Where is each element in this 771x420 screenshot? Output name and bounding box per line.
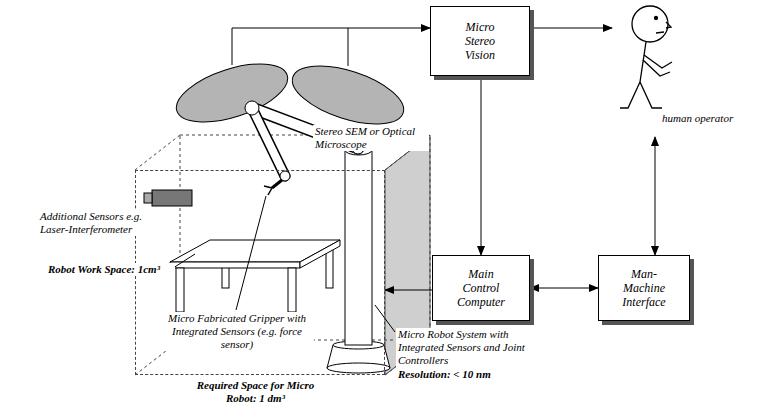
spec-label: Resolution: < 10 nm [396,368,530,381]
connector-arrow [655,137,656,255]
work-table [170,240,340,312]
node-text: human operator [660,112,735,125]
operator-node: human operator [612,2,737,137]
process-box: Main Control Computer [432,255,530,321]
human-figure [620,6,672,108]
node-text: Micro Stereo Vision [452,20,508,62]
connector-arrow [232,28,430,65]
process-box: Man-Machine Interface [598,255,690,321]
connector-arrow [481,76,482,255]
connector-arrow [530,288,598,289]
part-label: Micro Robot System with Integrated Senso… [396,328,530,367]
note-label: Additional Sensors e.g. Laser-Interferom… [38,210,174,236]
microscope-node: Stereo SEM or Optical Microscope [170,55,420,150]
dimension-label: Robot Work Space: 1cm³ [46,263,175,276]
connector-arrow [530,28,612,29]
node-text: Stereo SEM or Optical Microscope [313,125,429,151]
microscope-branch [348,28,349,66]
part-label: Micro Fabricated Gripper with Integrated… [160,312,314,351]
node-text: Main Control Computer [453,267,509,309]
process-box: Micro Stereo Vision [430,6,530,76]
connector-arrow [385,290,432,291]
node-text: Man-Machine Interface [616,267,672,309]
laser-interferometer [144,190,192,206]
node-text: Required Space for Micro Robot: 1 dm³ [191,379,320,405]
